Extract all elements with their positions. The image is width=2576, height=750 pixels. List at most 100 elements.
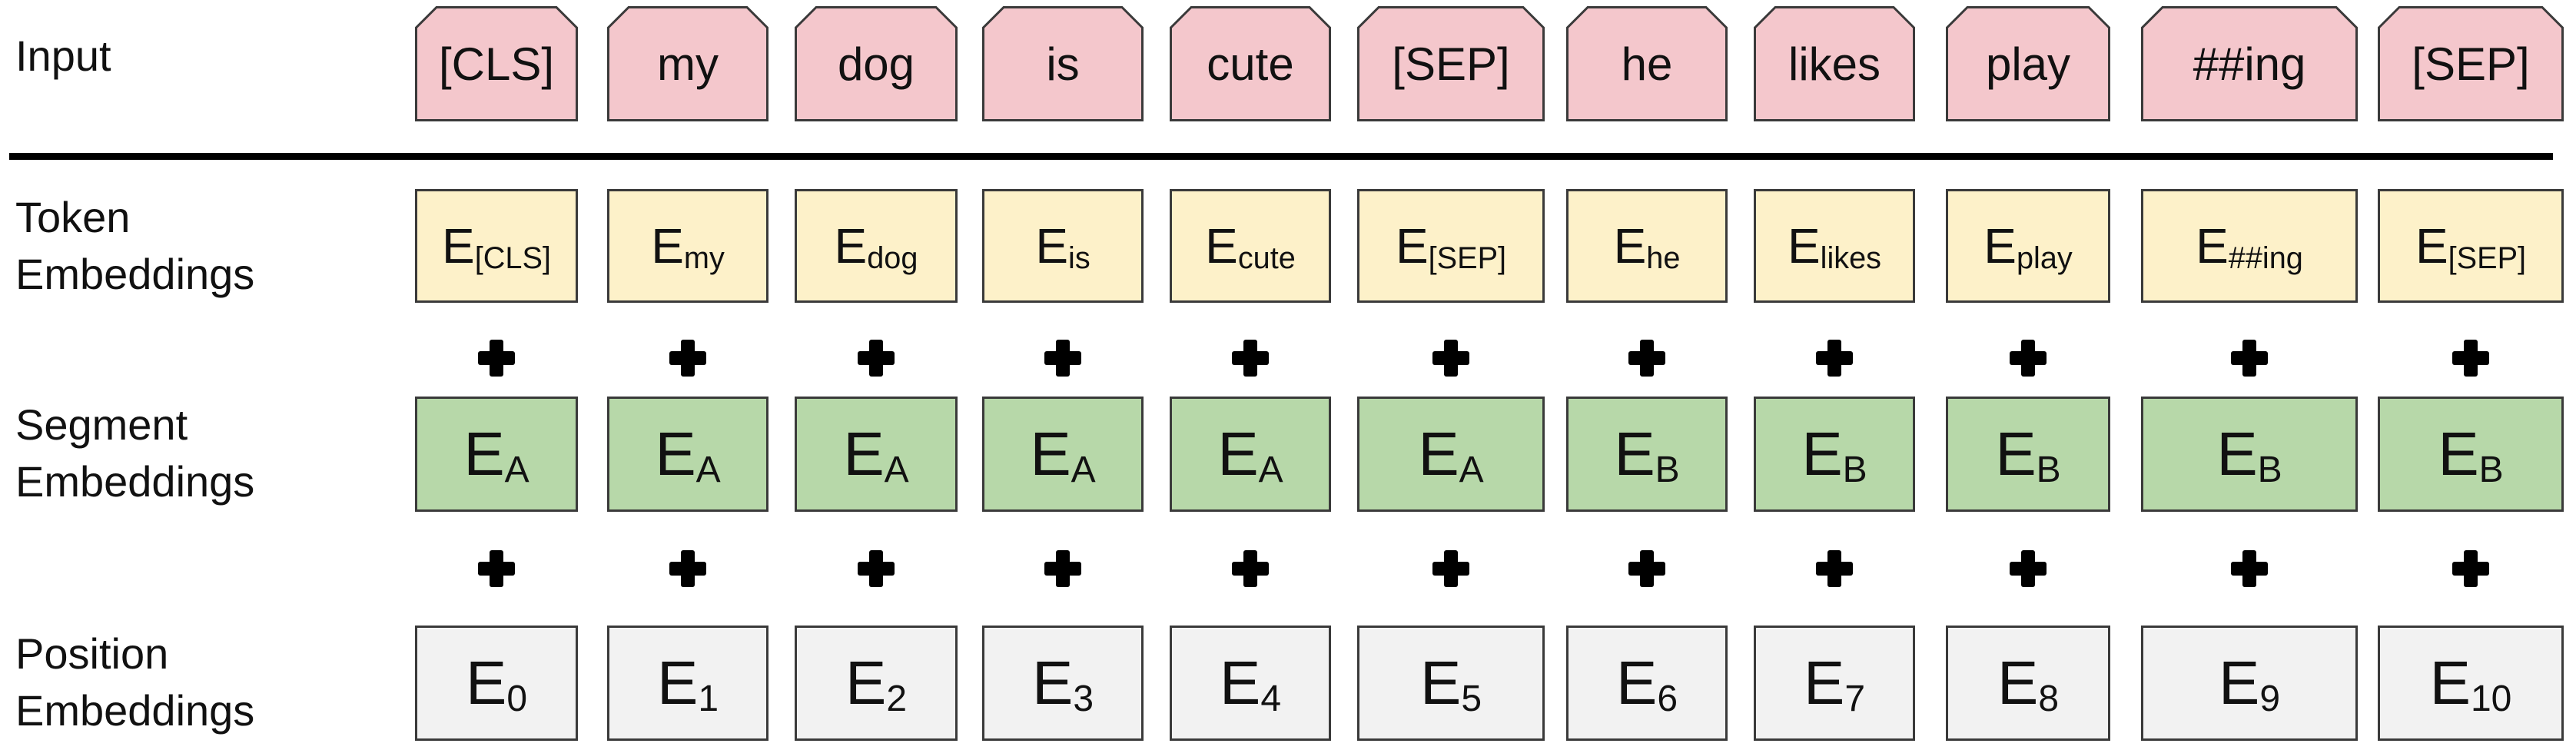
position-embedding-box-base: E xyxy=(1803,649,1845,717)
plus-icon xyxy=(475,547,518,590)
segment-embedding-box-base: E xyxy=(843,420,885,488)
plus-icon xyxy=(1229,547,1272,590)
plus-icon xyxy=(1813,547,1856,590)
position-embedding-box-subscript: 2 xyxy=(886,678,908,719)
plus-icon xyxy=(1429,547,1472,590)
plus-icon xyxy=(2228,547,2271,590)
token-label-line2: Embeddings xyxy=(15,250,255,298)
plus-icon xyxy=(855,337,898,380)
segment-embedding-box-subscript: A xyxy=(695,449,721,490)
position-embedding-box-base: E xyxy=(2218,649,2260,717)
token-embedding-box-base: E xyxy=(1983,218,2017,274)
token-embedding-box: E##ing xyxy=(2141,189,2358,303)
segment-embedding-box-subscript: B xyxy=(1655,449,1680,490)
token-embedding-box-subscript: [SEP] xyxy=(2448,241,2527,276)
token-embedding-box-base: E xyxy=(2196,218,2229,274)
position-embedding-box-subscript: 10 xyxy=(2470,678,2512,719)
position-embedding-box-base: E xyxy=(656,649,699,717)
plus-icon xyxy=(1625,337,1668,380)
segment-embedding-box-base: E xyxy=(1801,420,1843,488)
segment-embedding-box-subscript: B xyxy=(2478,449,2504,490)
token-embedding-box-base: E xyxy=(1613,218,1647,274)
token-embedding-box-base: E xyxy=(834,218,868,274)
position-embedding-box-subscript: 4 xyxy=(1260,678,1282,719)
divider xyxy=(9,153,2553,160)
segment-embedding-box-subscript: B xyxy=(2257,449,2282,490)
segment-embedding-box-base: E xyxy=(1217,420,1259,488)
position-embedding-box-base: E xyxy=(1031,649,1074,717)
token-embedding-box-base: E xyxy=(651,218,684,274)
token-embedding-box: E[SEP] xyxy=(2378,189,2564,303)
position-label-line1: Position xyxy=(15,629,169,678)
segment-embedding-box-base: E xyxy=(1418,420,1459,488)
plus-icon xyxy=(1041,547,1084,590)
token-label-line1: Token xyxy=(15,193,131,241)
plus-icon xyxy=(1429,337,1472,380)
token-embedding-box-base: E xyxy=(1787,218,1821,274)
token-embedding-box-subscript: cute xyxy=(1237,241,1296,276)
position-embedding-box-subscript: 7 xyxy=(1844,678,1866,719)
input-token-box: dog xyxy=(795,6,958,121)
token-embedding-box-base: E xyxy=(442,218,475,274)
token-embedding-box: E[SEP] xyxy=(1357,189,1545,303)
token-embedding-box-base: E xyxy=(1035,218,1069,274)
plus-icon xyxy=(855,547,898,590)
position-embedding-box-base: E xyxy=(2429,649,2471,717)
position-embedding-box-subscript: 1 xyxy=(698,678,719,719)
segment-embedding-box-base: E xyxy=(655,420,696,488)
segment-embedding-box-base: E xyxy=(2438,420,2479,488)
segment-embedding-box-subscript: A xyxy=(1258,449,1283,490)
token-embedding-box-subscript: likes xyxy=(1820,241,1882,276)
position-embedding-box-base: E xyxy=(1219,649,1261,717)
segment-embedding-box-base: E xyxy=(463,420,505,488)
row-label-segment: Segment Embeddings xyxy=(15,397,254,510)
plus-icon xyxy=(1041,337,1084,380)
segment-embedding-box-subscript: A xyxy=(1459,449,1484,490)
plus-icon xyxy=(1625,547,1668,590)
segment-embedding-box-subscript: B xyxy=(2036,449,2061,490)
segment-embedding-box-subscript: A xyxy=(1071,449,1096,490)
input-token-box: likes xyxy=(1754,6,1915,121)
token-embedding-box-subscript: ##ing xyxy=(2228,241,2303,276)
position-embedding-box-subscript: 8 xyxy=(2038,678,2060,719)
plus-icon xyxy=(2007,547,2050,590)
segment-embedding-box-subscript: A xyxy=(504,449,529,490)
position-embedding-box-base: E xyxy=(465,649,507,717)
input-token-box: ##ing xyxy=(2141,6,2358,121)
row-label-position: Position Embeddings xyxy=(15,626,254,739)
position-embedding-box-base: E xyxy=(1419,649,1462,717)
plus-icon xyxy=(475,337,518,380)
position-embedding-box-base: E xyxy=(1615,649,1658,717)
position-embedding-box-subscript: 9 xyxy=(2259,678,2281,719)
token-embedding-box-subscript: play xyxy=(2016,241,2073,276)
plus-icon xyxy=(1229,337,1272,380)
row-label-token: Token Embeddings xyxy=(15,189,254,303)
input-token-box: cute xyxy=(1170,6,1331,121)
segment-label-line1: Segment xyxy=(15,400,188,449)
input-token-box: is xyxy=(982,6,1144,121)
position-embedding-box-subscript: 3 xyxy=(1073,678,1094,719)
position-embedding-box-subscript: 0 xyxy=(506,678,528,719)
token-embedding-box-subscript: dog xyxy=(867,241,918,276)
input-token-box: he xyxy=(1566,6,1728,121)
input-label: Input xyxy=(15,32,111,80)
